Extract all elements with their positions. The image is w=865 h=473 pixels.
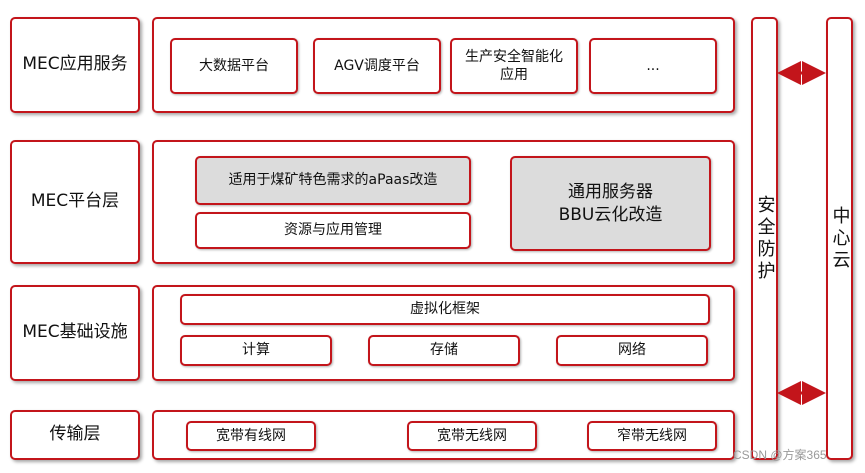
- infra-item-compute: 计算: [180, 335, 332, 366]
- layer-label-transport: 传输层: [10, 410, 140, 460]
- transport-item-broadband-wireless: 宽带无线网: [407, 421, 537, 451]
- infra-item-storage: 存储: [368, 335, 520, 366]
- app-item-agv-scheduling: AGV调度平台: [313, 38, 441, 94]
- layer-platform-container: 适用于煤矿特色需求的aPaas改造 资源与应用管理 通用服务器BBU云化改造: [152, 140, 735, 264]
- layer-label-app-services: MEC应用服务: [10, 17, 140, 113]
- infra-item-virtualization: 虚拟化框架: [180, 294, 710, 325]
- platform-item-resource-management: 资源与应用管理: [195, 212, 471, 249]
- layer-label-infrastructure: MEC基础设施: [10, 285, 140, 381]
- transport-item-broadband-wired: 宽带有线网: [186, 421, 316, 451]
- transport-item-narrowband-wireless: 窄带无线网: [587, 421, 717, 451]
- platform-item-bbu-cloud: 通用服务器BBU云化改造: [510, 156, 711, 251]
- app-item-big-data: 大数据平台: [170, 38, 298, 94]
- central-cloud-column: 中心云: [826, 17, 853, 460]
- watermark-text: CSDN @方案365: [733, 448, 827, 462]
- platform-item-apaas: 适用于煤矿特色需求的aPaas改造: [195, 156, 471, 205]
- security-protection-column: 安全防护: [751, 17, 778, 460]
- layer-transport-container: 宽带有线网 宽带无线网 窄带无线网: [152, 410, 735, 460]
- app-item-more: ...: [589, 38, 717, 94]
- infra-item-network: 网络: [556, 335, 708, 366]
- layer-label-platform: MEC平台层: [10, 140, 140, 264]
- layer-app-services-container: 大数据平台 AGV调度平台 生产安全智能化应用 ...: [152, 17, 735, 113]
- app-item-production-safety: 生产安全智能化应用: [450, 38, 578, 94]
- layer-infrastructure-container: 虚拟化框架 计算 存储 网络: [152, 285, 735, 381]
